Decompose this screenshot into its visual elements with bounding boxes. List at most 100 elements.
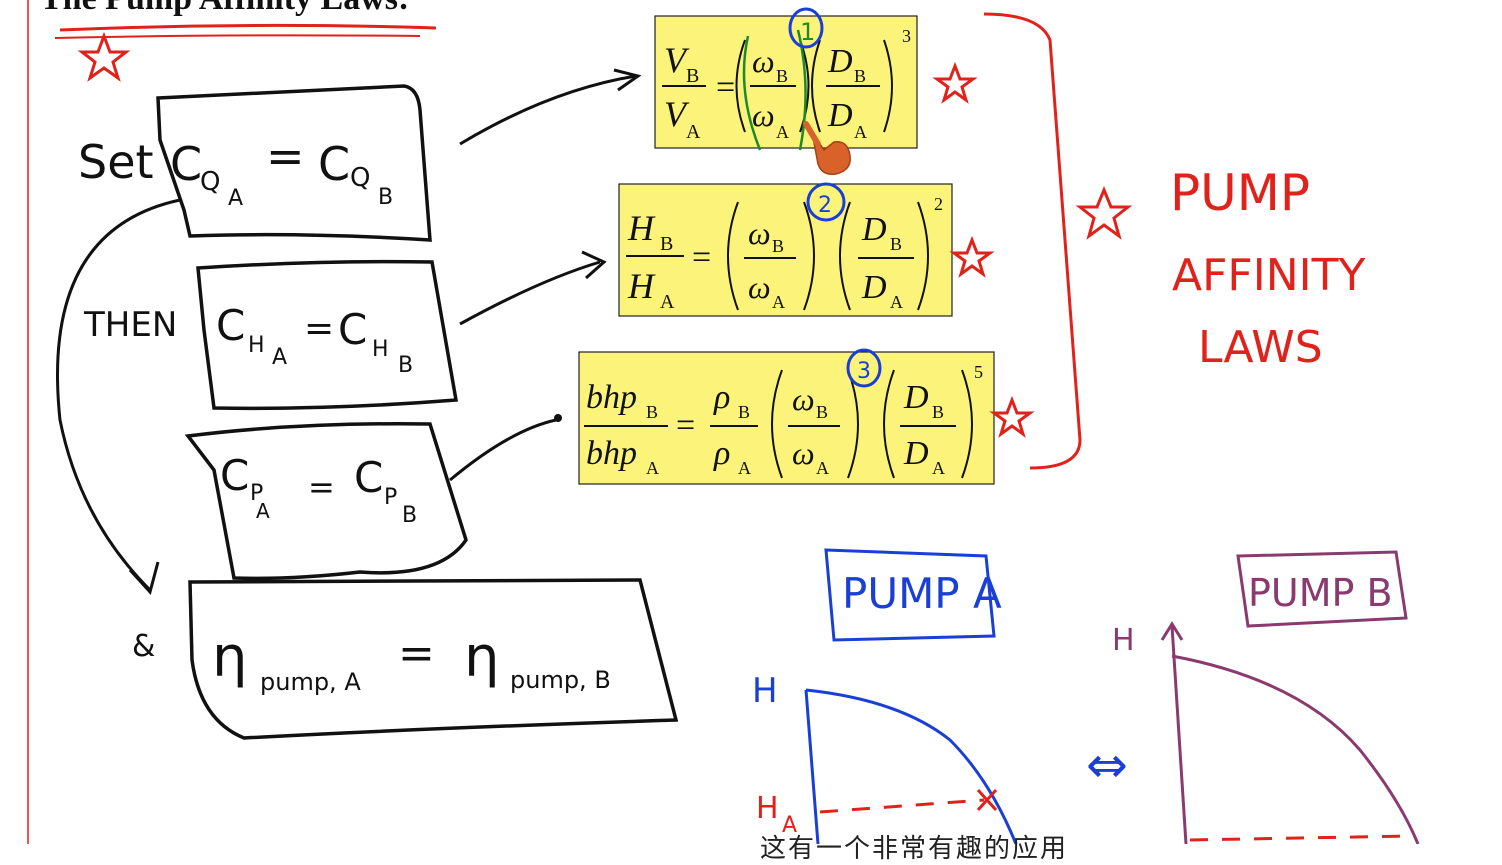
svg-text:=: =	[692, 239, 711, 276]
svg-text:ω: ω	[752, 43, 775, 79]
svg-text:ω: ω	[748, 215, 771, 251]
svg-text:C: C	[318, 137, 350, 191]
svg-text:H: H	[627, 208, 656, 248]
svg-text:Q: Q	[200, 167, 220, 197]
pump-b-label-box	[1236, 550, 1408, 628]
star-icon	[1075, 186, 1133, 240]
svg-text:2: 2	[818, 193, 832, 218]
star-icon	[77, 31, 131, 82]
svg-text:D: D	[861, 211, 887, 248]
svg-text:P: P	[250, 481, 263, 506]
arrow-to-flow-law	[459, 74, 637, 146]
svg-text:B: B	[378, 185, 393, 210]
svg-text:3: 3	[902, 26, 911, 46]
svg-text:=: =	[308, 468, 335, 506]
head-law-box: H B H A = ω B ω A D B D A 2	[618, 183, 953, 317]
svg-text:A: A	[660, 291, 675, 313]
hand-pointer-icon	[803, 121, 851, 176]
svg-text:A: A	[772, 292, 785, 312]
svg-text:B: B	[932, 402, 944, 422]
svg-text:ω: ω	[748, 269, 771, 305]
circled-exponent-head	[806, 182, 846, 222]
svg-text:V: V	[664, 94, 690, 134]
svg-text:B: B	[738, 402, 750, 422]
svg-text:C: C	[216, 301, 245, 350]
star-icon	[949, 235, 995, 278]
svg-text:pump, B: pump, B	[510, 666, 611, 694]
title-underline	[59, 23, 437, 32]
cp-box	[184, 422, 468, 581]
svg-text:ρ: ρ	[713, 379, 730, 416]
svg-text:A: A	[686, 121, 701, 143]
flow-arrow-left	[56, 198, 181, 592]
bracket-label-line1: PUMP	[1170, 164, 1310, 222]
svg-text:C: C	[338, 305, 367, 354]
svg-text:A: A	[776, 122, 789, 142]
whiteboard-canvas: Set C Q A = C Q B THEN C H A = C H B C P…	[27, 0, 1420, 844]
video-subtitle: 这有一个非常有趣的应用	[760, 834, 1069, 864]
svg-text:A: A	[854, 122, 867, 142]
svg-text:A: A	[738, 458, 751, 478]
svg-text:5: 5	[974, 362, 983, 382]
svg-text:A: A	[932, 458, 945, 478]
bracket-label-line3: LAWS	[1198, 322, 1323, 373]
svg-text:D: D	[903, 379, 929, 416]
svg-text:bhp: bhp	[586, 435, 637, 472]
set-label: Set	[78, 135, 154, 189]
svg-text:B: B	[686, 65, 699, 87]
then-label: THEN	[83, 305, 177, 345]
svg-text:2: 2	[934, 194, 943, 214]
svg-text:ω: ω	[792, 381, 815, 417]
pump-a-curve	[805, 688, 1018, 844]
svg-text:B: B	[398, 353, 413, 378]
svg-text:bhp: bhp	[586, 379, 637, 416]
svg-text:D: D	[903, 435, 929, 472]
svg-text:η: η	[464, 625, 500, 690]
svg-text:H: H	[627, 266, 656, 306]
svg-text:C: C	[170, 137, 202, 191]
star-icon	[932, 61, 978, 104]
pump-b-dashed	[1189, 834, 1411, 842]
svg-text:C: C	[354, 453, 383, 502]
circled-exponent-flow	[788, 7, 824, 49]
svg-text:=: =	[716, 69, 735, 106]
svg-text:pump, A: pump, A	[260, 668, 361, 696]
svg-text:B: B	[402, 503, 417, 528]
green-paren-right	[796, 29, 807, 151]
svg-text:B: B	[816, 402, 828, 422]
pump-a-ha-dashed	[819, 798, 985, 814]
svg-text:Q: Q	[350, 163, 370, 193]
svg-text:B: B	[890, 234, 902, 254]
ch-box	[196, 259, 459, 411]
svg-text:D: D	[827, 43, 853, 80]
cq-equation: C Q A = C Q B	[170, 129, 393, 211]
svg-text:1: 1	[800, 18, 815, 46]
svg-text:D: D	[827, 97, 853, 134]
eta-box	[188, 578, 679, 740]
svg-text:=: =	[266, 129, 305, 183]
svg-text:A: A	[646, 458, 659, 478]
slide-title: The Pump Affinity Laws:	[40, 0, 409, 18]
svg-text:ρ: ρ	[713, 435, 730, 472]
affinity-bracket	[983, 12, 1082, 470]
arrow-to-power-law	[449, 418, 557, 482]
and-label: &	[132, 629, 155, 664]
pump-b-y-axis	[1170, 625, 1188, 844]
svg-text:3: 3	[857, 359, 871, 384]
svg-text:A: A	[272, 345, 287, 370]
pump-b-curve	[1171, 654, 1420, 844]
star-icon	[989, 395, 1035, 438]
svg-text:=: =	[676, 407, 695, 444]
svg-text:V: V	[664, 40, 690, 80]
svg-text:=: =	[304, 308, 334, 349]
power-law-box: bhp B bhp A = ρ B ρ A ω B ω A D B D A 5	[578, 351, 995, 485]
pump-a-label: PUMP A	[842, 569, 1002, 618]
pump-a-intersection-mark	[976, 788, 998, 812]
pump-a-y-axis	[804, 689, 820, 844]
svg-text:A: A	[228, 186, 243, 211]
svg-text:=: =	[398, 628, 435, 679]
title-underline-2	[54, 34, 421, 39]
eta-equation: η pump, A = η pump, B	[212, 625, 611, 696]
pump-a-label-box	[824, 548, 996, 642]
svg-text:A: A	[782, 813, 797, 838]
